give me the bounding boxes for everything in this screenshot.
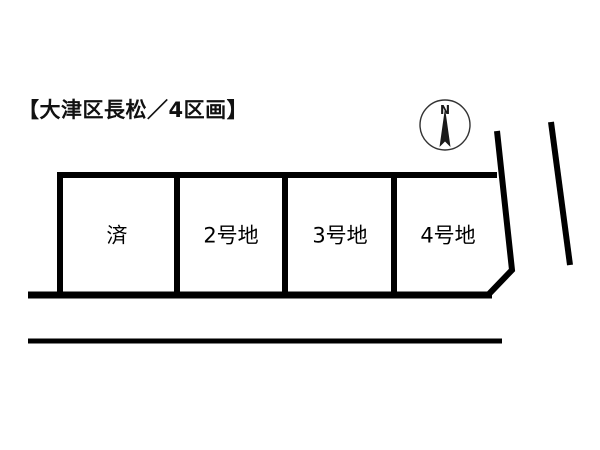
far-east-slanted-line [548,121,573,266]
compass-needle [439,108,451,147]
page-title: 【大津区長松／4区画】 [18,98,249,122]
compass-circle [419,99,471,151]
lot-label-2: 2号地 [203,223,259,248]
lot-label-4: 4号地 [420,223,476,248]
north-compass-icon [419,99,471,151]
lot-label-3: 3号地 [312,223,368,248]
lot-label-1: 済 [106,223,128,248]
compass-north-label: N [439,103,451,117]
east-slanted-boundary [485,130,516,298]
